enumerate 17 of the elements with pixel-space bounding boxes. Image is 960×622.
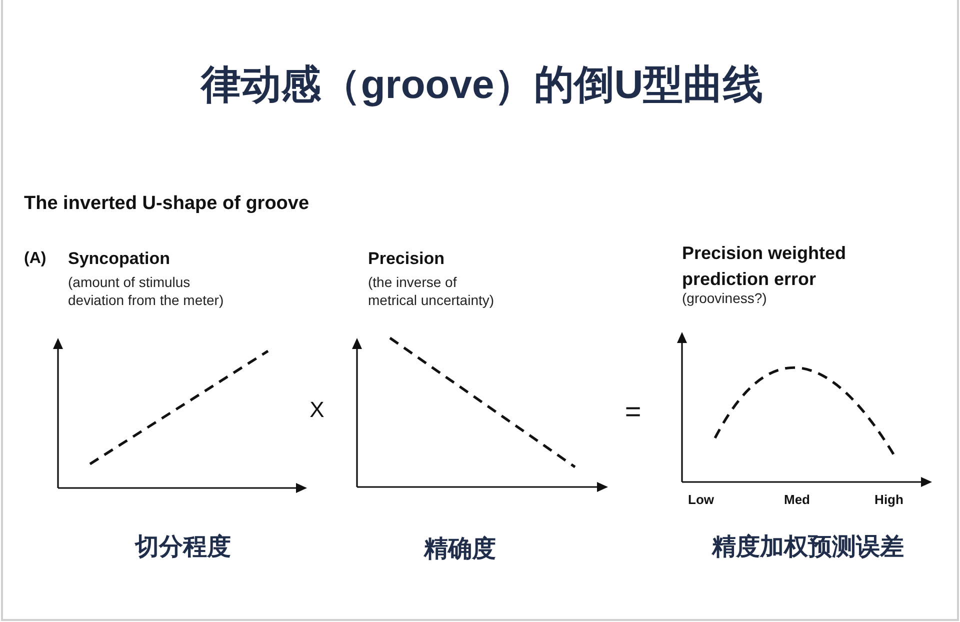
plot-caption: 切分程度 (135, 534, 231, 562)
plot-caption: 精度加权预测误差 (712, 534, 904, 562)
panel-subtitle: (grooviness?) (682, 290, 767, 307)
panel-subtitle: (amount of stimulus deviation from the meter) (68, 273, 225, 309)
plot-caption: 精确度 (424, 536, 496, 564)
axis-tick-label: Low (688, 492, 714, 508)
panel-label: (A) (24, 249, 46, 268)
panel-heading: Syncopation (68, 249, 170, 270)
figure-title: The inverted U-shape of groove (24, 193, 310, 216)
axis-tick-label: Med (784, 492, 810, 508)
panel-heading: Precision (368, 249, 445, 270)
axis-tick-label: High (874, 492, 904, 508)
panel-heading: Precision weighted prediction error (682, 242, 848, 291)
equals-sign: = (624, 395, 642, 429)
panel-subtitle: (the inverse of metrical uncertainty) (368, 273, 496, 309)
multiply-sign: X (310, 396, 324, 424)
page-title: 律动感（groove）的倒U型曲线 (200, 62, 764, 109)
